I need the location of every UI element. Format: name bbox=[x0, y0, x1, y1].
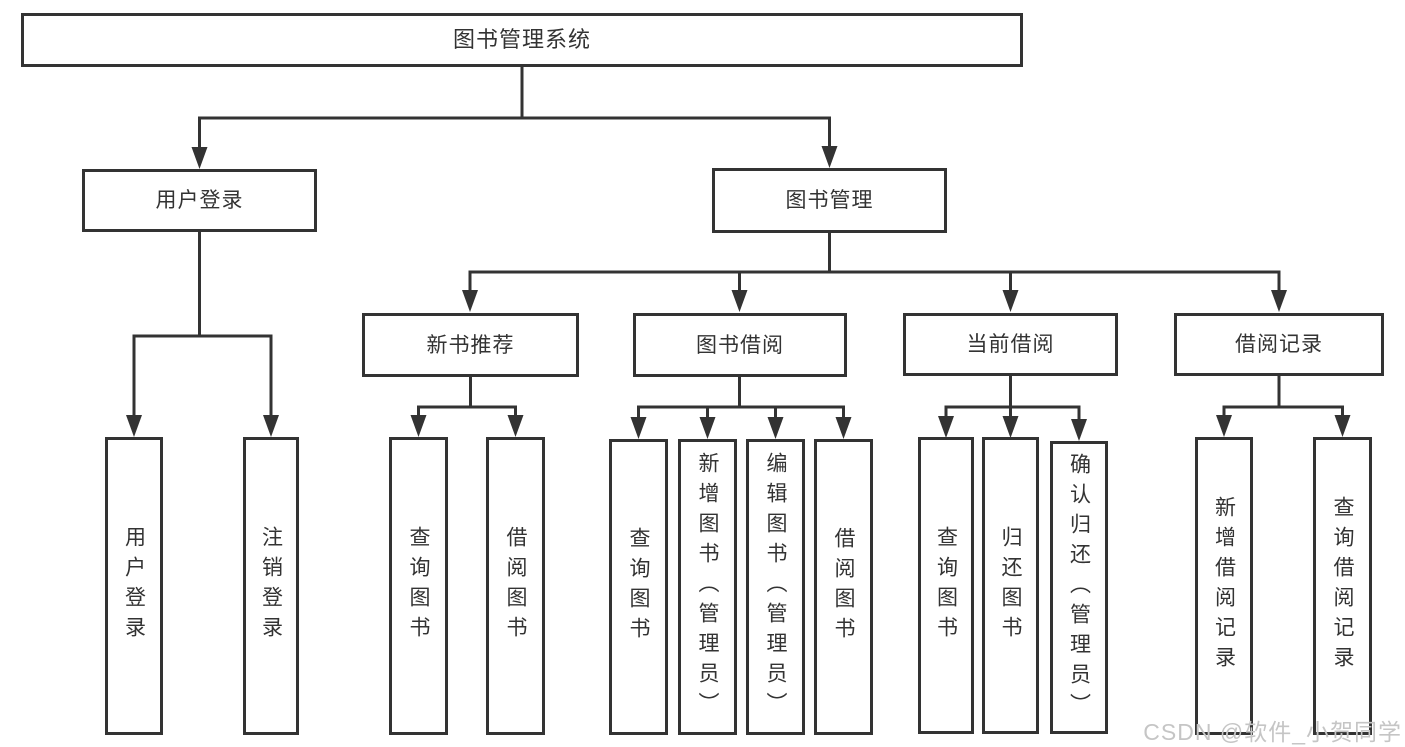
node-current-borrowing: 当前借阅 bbox=[903, 313, 1118, 376]
leaf-borrowing-add-book-admin: 新增图书（管理员） bbox=[678, 439, 737, 735]
leaf-borrowing-borrow-book: 借阅图书 bbox=[814, 439, 873, 735]
node-borrowing-records: 借阅记录 bbox=[1174, 313, 1384, 376]
leaf-current-return-book: 归还图书 bbox=[982, 437, 1039, 734]
connector-new-rec-to-leaves bbox=[410, 377, 524, 437]
leaf-current-confirm-return-admin: 确认归还（管理员） bbox=[1050, 441, 1108, 734]
node-library-management-system: 图书管理系统 bbox=[21, 13, 1023, 67]
node-user-login: 用户登录 bbox=[82, 169, 317, 232]
node-book-borrowing: 图书借阅 bbox=[633, 313, 847, 377]
leaf-rec-query-book: 查询图书 bbox=[389, 437, 448, 735]
leaf-records-add-record: 新增借阅记录 bbox=[1195, 437, 1253, 735]
leaf-rec-borrow-book: 借阅图书 bbox=[486, 437, 545, 735]
connector-records-to-leaves bbox=[1216, 376, 1351, 437]
connector-current-to-leaves bbox=[938, 376, 1087, 441]
connector-user-login-to-leaves bbox=[126, 232, 279, 437]
leaf-borrowing-query-book: 查询图书 bbox=[609, 439, 668, 735]
leaf-current-query-book: 查询图书 bbox=[918, 437, 974, 734]
leaf-user-login: 用户登录 bbox=[105, 437, 163, 735]
connector-root-to-level2 bbox=[191, 66, 838, 169]
node-new-book-recommendation: 新书推荐 bbox=[362, 313, 579, 377]
csdn-watermark: CSDN @软件_小贺同学 bbox=[1143, 719, 1402, 745]
connector-book-mgmt-to-level3 bbox=[462, 233, 1287, 312]
node-book-management: 图书管理 bbox=[712, 168, 947, 233]
leaf-logout: 注销登录 bbox=[243, 437, 299, 735]
leaf-borrowing-edit-book-admin: 编辑图书（管理员） bbox=[746, 439, 805, 735]
leaf-records-query-record: 查询借阅记录 bbox=[1313, 437, 1372, 735]
connector-borrowing-to-leaves bbox=[630, 377, 852, 439]
